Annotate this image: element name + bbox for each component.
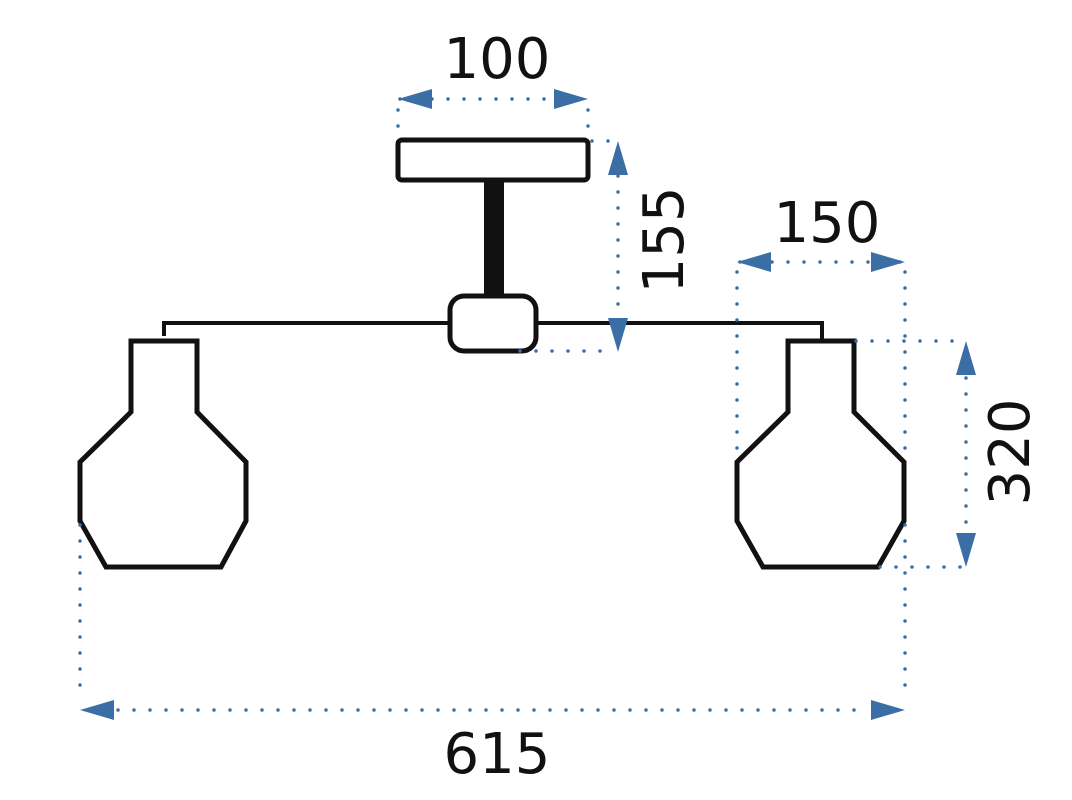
arrow-left (737, 252, 771, 272)
arrow-down (956, 533, 976, 567)
center-joint (447, 293, 539, 354)
arrow-right (871, 700, 905, 720)
ceiling-canopy (395, 137, 591, 183)
shade-height-label: 320 (978, 399, 1043, 506)
stem (484, 180, 504, 296)
dimension-total-width: 615 (78, 523, 907, 787)
arrow-left (398, 89, 432, 109)
canopy-width-label: 100 (444, 27, 551, 92)
arrow-up (608, 141, 628, 175)
dimension-canopy-width: 100 (396, 27, 590, 140)
shade-width-label: 150 (774, 191, 881, 256)
arrow-up (956, 341, 976, 375)
dimension-shade-width: 150 (735, 191, 907, 462)
right-lamp-shade (734, 338, 907, 570)
arrow-left (80, 700, 114, 720)
canopy-height-label: 155 (632, 187, 697, 294)
arrow-down (608, 318, 628, 352)
left-lamp-shade (77, 338, 249, 570)
dimension-canopy-height: 155 (518, 139, 697, 353)
arrow-right (554, 89, 588, 109)
dimension-shade-height: 320 (854, 339, 1043, 569)
total-width-label: 615 (444, 722, 551, 787)
